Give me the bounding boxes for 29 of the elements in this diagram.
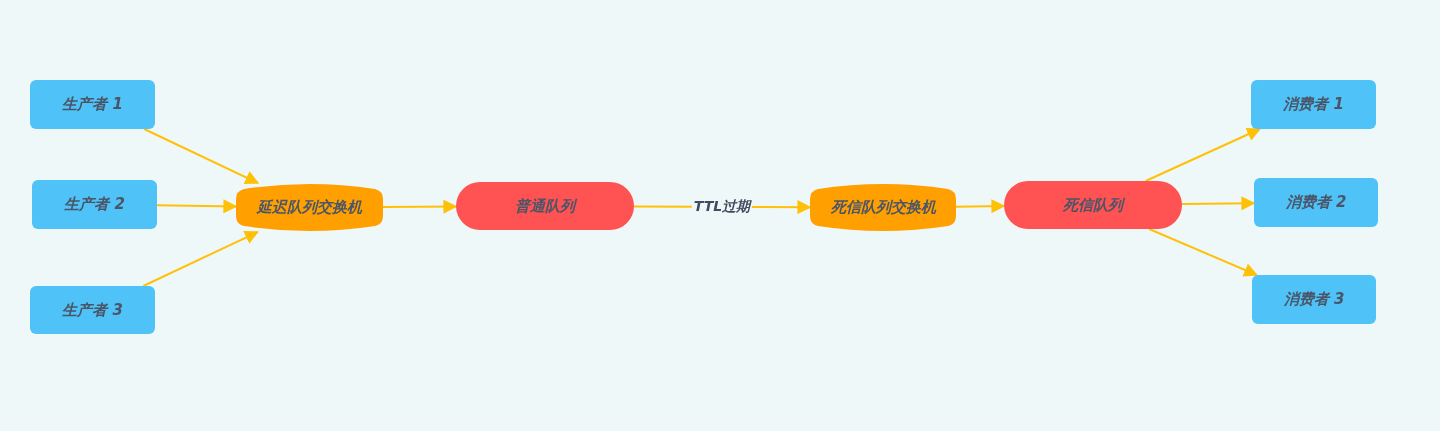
exchange-shape (810, 183, 956, 232)
node-label: 生产者 1 (62, 95, 123, 114)
node-label: 普通队列 (515, 196, 575, 216)
arrow (1181, 196, 1256, 211)
arrow (1144, 127, 1261, 182)
arrow (955, 199, 1006, 214)
node-label: 消费者 2 (1285, 193, 1347, 212)
arrow (156, 199, 238, 214)
node-label: 消费者 3 (1283, 290, 1345, 309)
node-label: 延迟队列交换机 (257, 198, 362, 217)
exchange-shape (236, 183, 383, 232)
producer-box (32, 180, 157, 229)
node-label: 消费者 1 (1283, 95, 1344, 114)
arrow (142, 231, 259, 287)
queue-pill (456, 182, 634, 230)
consumer-box (1251, 80, 1376, 129)
producer-box (30, 286, 155, 334)
edge-label: TTL过期 (691, 197, 753, 216)
node-label: 死信队列 (1063, 195, 1123, 215)
arrow (382, 199, 458, 214)
node-label: 生产者 2 (64, 195, 125, 214)
arrow (1148, 228, 1258, 277)
node-label: 生产者 3 (62, 300, 123, 320)
queue-pill (1004, 181, 1182, 229)
node-label: 死信队列交换机 (830, 198, 936, 217)
consumer-box (1254, 178, 1378, 227)
producer-box (30, 80, 155, 129)
consumer-box (1252, 275, 1376, 324)
arrow (143, 128, 260, 184)
